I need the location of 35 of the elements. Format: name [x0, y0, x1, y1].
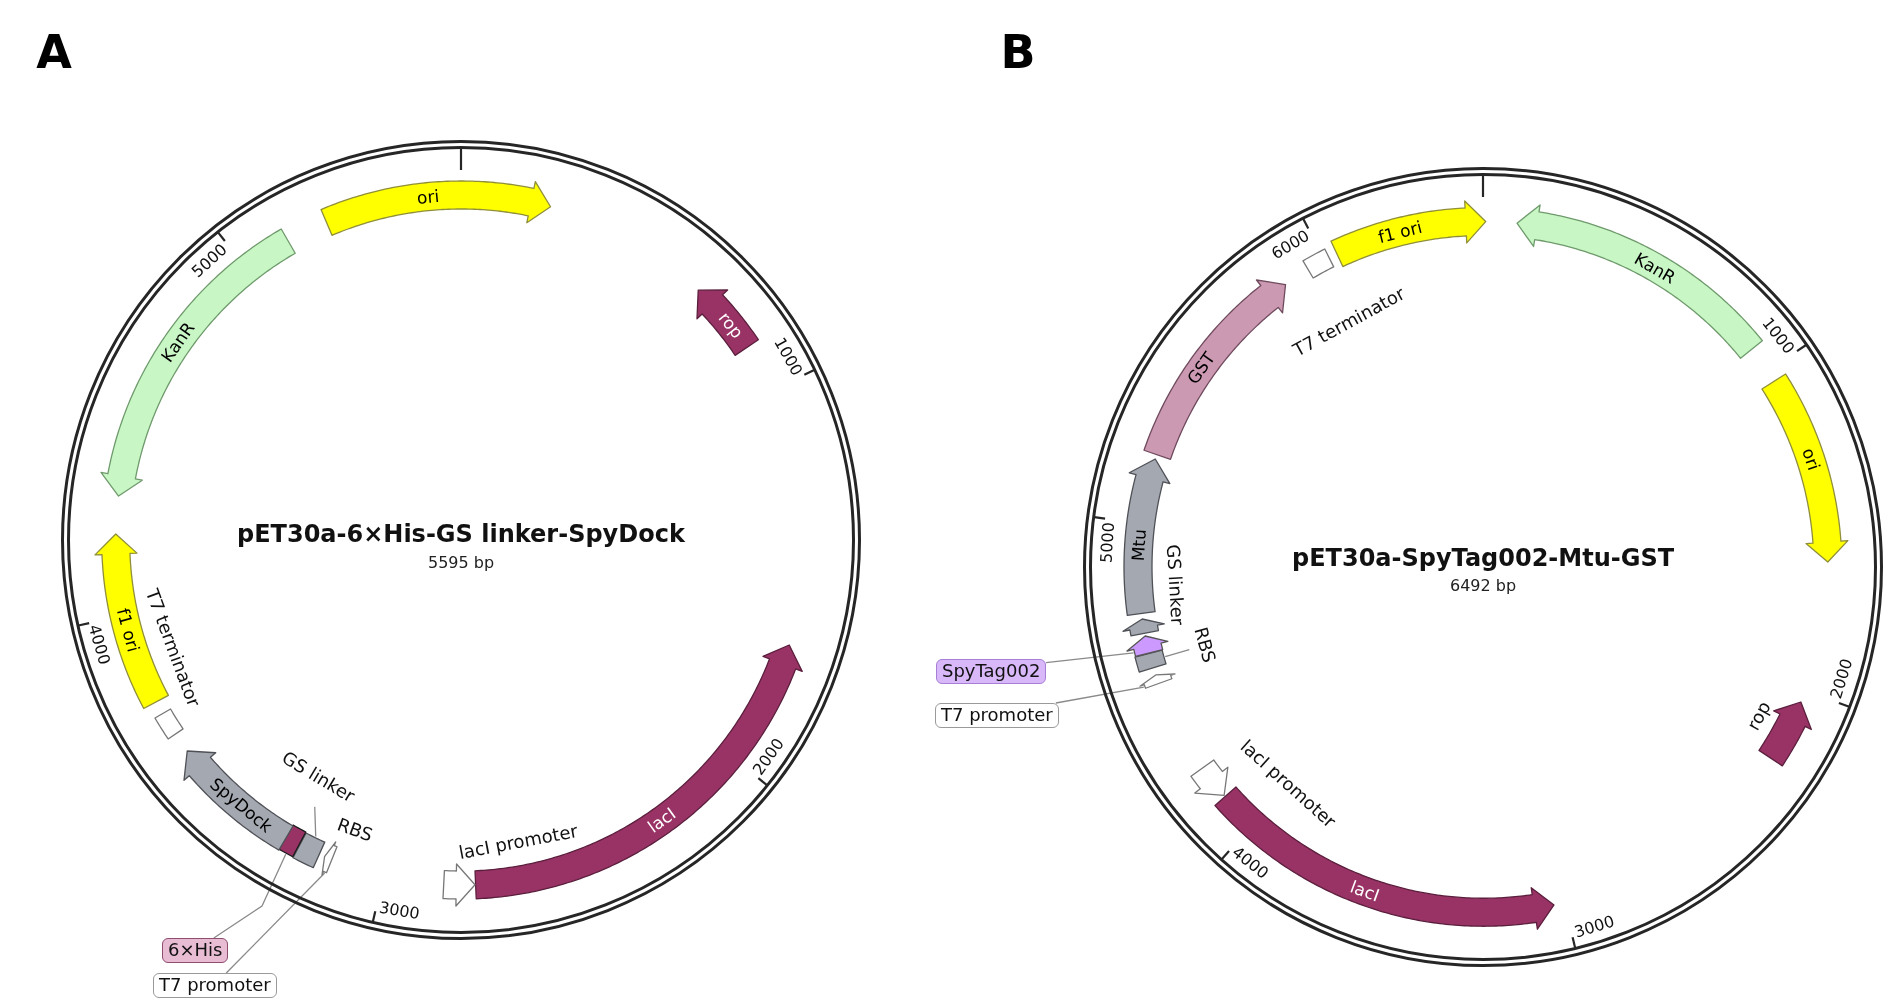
- panel-letter: B: [1000, 29, 1036, 75]
- leader-line: [213, 853, 287, 939]
- leader-line: [1045, 652, 1135, 664]
- feature-label: f1 ori: [112, 606, 144, 655]
- scale-label: 3000: [1571, 911, 1617, 942]
- feature-label: f1 ori: [1375, 217, 1424, 248]
- leader-line: [314, 806, 317, 838]
- scale-label: 3000: [377, 898, 421, 924]
- plasmid-size: 5595 bp: [428, 552, 495, 572]
- feature-label: rop: [713, 307, 748, 343]
- feature-tag: 6×His: [162, 938, 229, 963]
- feature-tag: SpyTag002: [936, 659, 1047, 684]
- plasmid-size: 6492 bp: [1450, 575, 1517, 595]
- feature-label: lacI promoter: [457, 819, 580, 864]
- feature-label: RBS: [334, 813, 376, 847]
- feature-label: ori: [1797, 445, 1824, 473]
- feature-label: lacI: [1347, 876, 1383, 906]
- feature-label: ori: [416, 185, 440, 208]
- feature-label: GS linker: [1162, 543, 1189, 626]
- feature-label: Mtu: [1127, 528, 1150, 563]
- scale-label: 5000: [1096, 521, 1119, 564]
- scale-label: 1000: [770, 333, 808, 379]
- feature-tag: T7 promoter: [935, 703, 1059, 728]
- panel-letter: A: [36, 29, 72, 75]
- scale-label: 2000: [1826, 656, 1857, 702]
- leader-line: [1164, 649, 1190, 658]
- plasmid-name: pET30a-SpyTag002-Mtu-GST: [1292, 543, 1675, 573]
- feature-label: rop: [1741, 698, 1775, 735]
- feature-label: lacI: [644, 803, 680, 838]
- feature-tag: T7 promoter: [153, 973, 277, 998]
- scale-label: 4000: [84, 622, 115, 668]
- leader-line: [225, 872, 326, 974]
- plasmid-name: pET30a-6×His-GS linker-SpyDock: [237, 519, 685, 549]
- leader-line: [1055, 686, 1145, 704]
- feature-label: RBS: [1189, 624, 1221, 666]
